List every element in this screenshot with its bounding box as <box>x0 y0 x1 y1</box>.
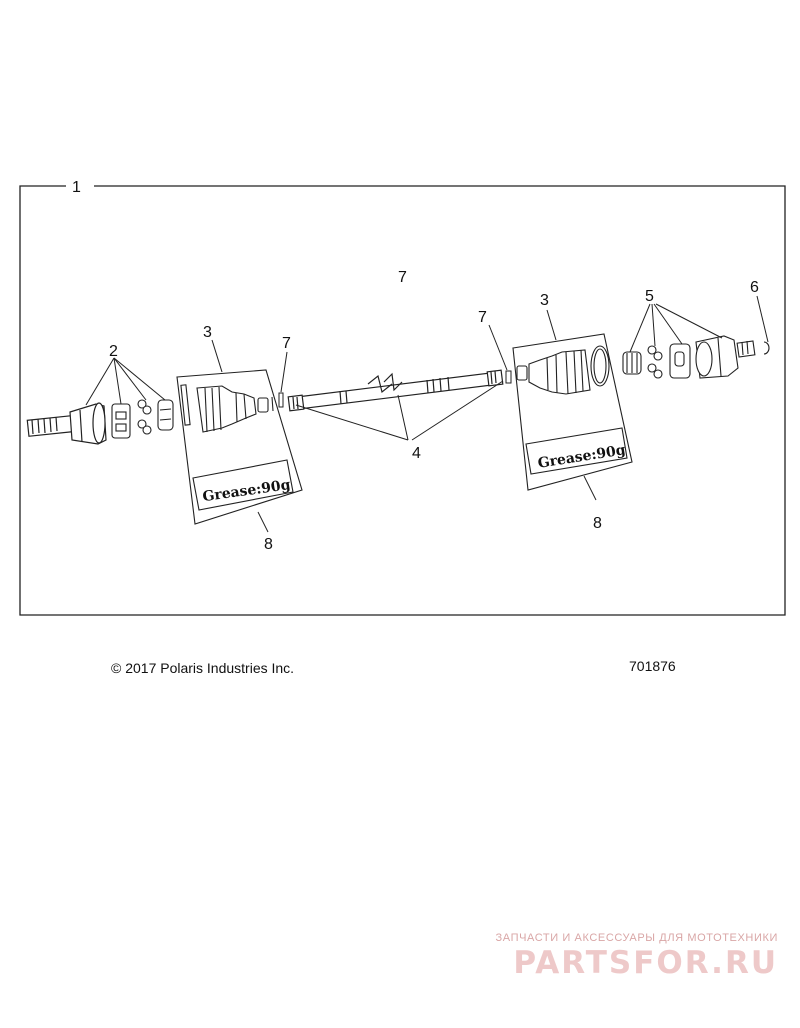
boot-kit-left-frame <box>176 369 303 525</box>
callout-8-right-leader <box>583 475 597 501</box>
drive-shaft <box>287 369 504 412</box>
watermark: ЗАПЧАСТИ И АКСЕССУАРЫ ДЛЯ МОТОТЕХНИКИ PA… <box>496 932 778 980</box>
boot-right <box>516 345 610 395</box>
ring-right <box>505 370 512 384</box>
callout-4: 4 <box>412 445 421 462</box>
outer-cv-joint <box>26 402 107 445</box>
assembly-frame <box>19 185 786 616</box>
callout-3-right-leader <box>546 309 557 341</box>
callout-2-leaders <box>85 357 166 406</box>
watermark-brand: PARTSFOR.RU <box>513 945 778 981</box>
boot-left <box>180 384 274 433</box>
callout-8-left-leader <box>257 511 269 533</box>
callout-5: 5 <box>645 288 654 305</box>
watermark-tagline: ЗАПЧАСТИ И АКСЕССУАРЫ ДЛЯ МОТОТЕХНИКИ <box>495 932 778 944</box>
callout-2: 2 <box>109 343 118 360</box>
callout-8-right: 8 <box>593 515 602 532</box>
callout-5-leaders <box>629 303 723 353</box>
outer-cage-and-balls <box>111 399 174 439</box>
boot-kit-right-frame <box>512 333 633 491</box>
callout-3-left-leader <box>211 339 223 373</box>
copyright-text: © 2017 Polaris Industries Inc. <box>111 660 295 676</box>
callout-6-leader <box>756 295 769 343</box>
callout-6: 6 <box>750 279 759 296</box>
callout-7-right: 7 <box>478 309 487 326</box>
callout-4-leaders <box>295 380 504 441</box>
callout-7-top: 7 <box>398 269 407 286</box>
callout-8-left: 8 <box>264 536 273 553</box>
callout-3-right: 3 <box>540 292 549 309</box>
callout-7-left-leader <box>280 351 288 393</box>
ring-left <box>278 392 284 408</box>
callout-7-left: 7 <box>282 335 291 352</box>
inner-joint-parts <box>622 335 770 379</box>
grease-packet-left: Grease:90g <box>192 459 294 511</box>
callout-3-left: 3 <box>203 324 212 341</box>
callout-7-right-leader <box>488 324 508 371</box>
drawing-number: 701876 <box>629 658 676 674</box>
callout-1: 1 <box>72 179 81 196</box>
